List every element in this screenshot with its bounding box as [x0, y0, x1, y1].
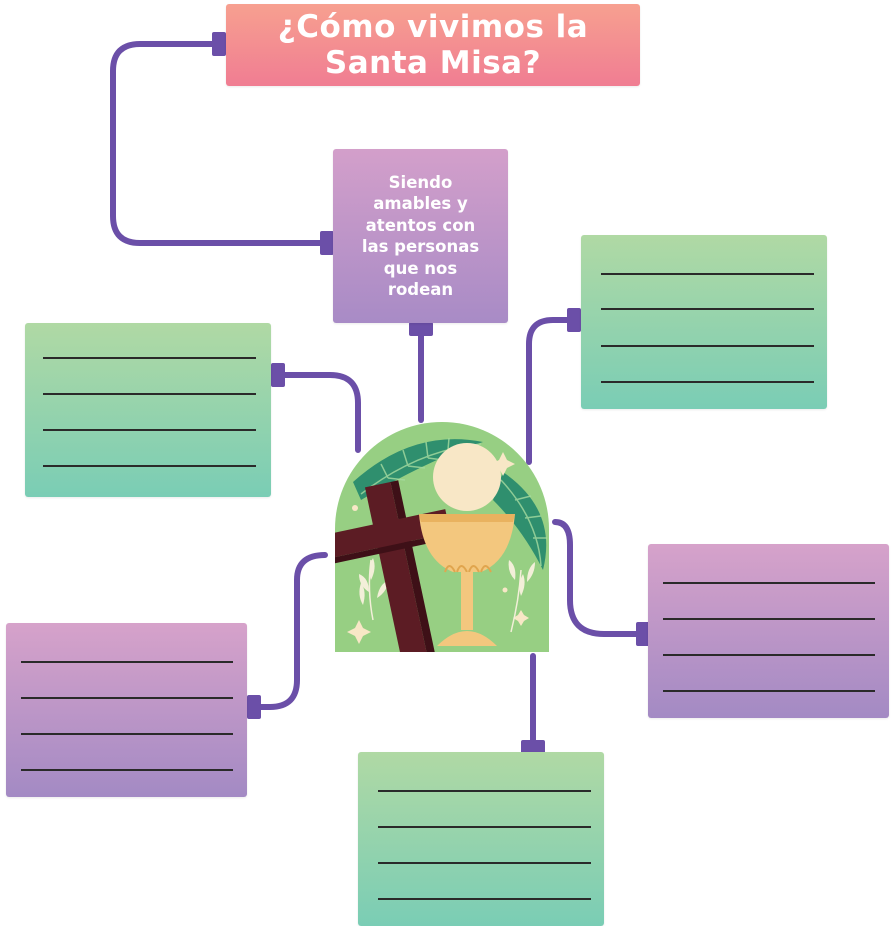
blank-line — [43, 357, 256, 359]
blank-line — [663, 690, 875, 692]
blank-line — [378, 790, 591, 792]
answer-box-right[interactable] — [648, 544, 889, 718]
blank-line — [43, 393, 256, 395]
blank-line — [601, 381, 814, 383]
blank-line — [663, 654, 875, 656]
cross-and-chalice-icon — [335, 422, 549, 652]
title-box: ¿Cómo vivimos la Santa Misa? — [226, 4, 640, 86]
answer-box-bottom[interactable] — [358, 752, 604, 926]
answer-box-top-right[interactable] — [581, 235, 827, 409]
blank-line — [601, 273, 814, 275]
blank-line — [378, 826, 591, 828]
blank-line — [21, 733, 233, 735]
answer-box-left[interactable] — [25, 323, 271, 497]
blank-line — [663, 582, 875, 584]
center-text: Siendo amables y atentos con las persona… — [361, 172, 480, 300]
blank-line — [43, 465, 256, 467]
answer-box-bottom-left[interactable] — [6, 623, 247, 797]
blank-line — [43, 429, 256, 431]
blank-line — [378, 898, 591, 900]
center-text-box: Siendo amables y atentos con las persona… — [333, 149, 508, 323]
page-title: ¿Cómo vivimos la Santa Misa? — [277, 9, 589, 81]
blank-line — [663, 618, 875, 620]
blank-line — [601, 308, 814, 310]
blank-line — [21, 697, 233, 699]
blank-line — [21, 769, 233, 771]
blank-line — [21, 661, 233, 663]
blank-line — [378, 862, 591, 864]
blank-line — [601, 345, 814, 347]
